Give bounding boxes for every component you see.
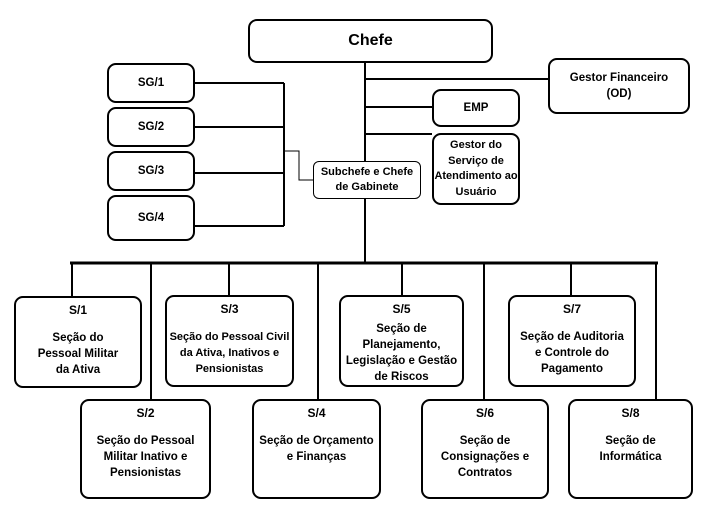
section-s5-code: S/5 [392, 302, 411, 316]
gestor-servico-box: Gestor do Serviço de Atendimento ao Usuá… [432, 133, 520, 205]
sg-to-subchefe-connector [284, 150, 313, 181]
section-s3-name: Seção do Pessoal Civil da Ativa, Inativo… [169, 331, 290, 375]
section-s6-box: S/6 Seção de Consignações e Contratos [421, 399, 549, 499]
section-s2-code: S/2 [136, 406, 155, 420]
section-s4-code: S/4 [307, 406, 326, 420]
section-s3-code: S/3 [220, 302, 239, 316]
section-s6-name: Seção de Consignações e Contratos [440, 435, 530, 479]
section-s4-box: S/4 Seção de Orçamento e Finanças [252, 399, 381, 499]
sg-2-box: SG/2 [107, 107, 195, 147]
sg-2-label: SG/2 [137, 121, 165, 133]
section-s8-box: S/8 Seção de Informática [568, 399, 693, 499]
sg-3-label: SG/3 [137, 165, 165, 177]
emp-box: EMP [432, 89, 520, 127]
section-s2-name: Seção do Pessoal Militar Inativo e Pensi… [96, 435, 195, 479]
chefe-label: Chefe [348, 32, 393, 49]
subchefe-box: Subchefe e Chefe de Gabinete [313, 161, 421, 199]
chefe-box: Chefe [248, 19, 493, 63]
section-s7-box: S/7 Seção de Auditoria e Controle do Pag… [508, 295, 636, 387]
section-s3-box: S/3 Seção do Pessoal Civil da Ativa, Ina… [165, 295, 294, 387]
section-s8-name: Seção de Informática [599, 435, 662, 463]
section-s1-box: S/1 Seção do Pessoal Militar da Ativa [14, 296, 142, 388]
sg-1-box: SG/1 [107, 63, 195, 103]
section-s5-name: Seção de Planejamento, Legislação e Gest… [345, 323, 458, 383]
section-s6-code: S/6 [475, 406, 494, 420]
section-s8-code: S/8 [621, 406, 640, 420]
section-s5-box: S/5 Seção de Planejamento, Legislação e … [339, 295, 464, 387]
section-s1-code: S/1 [68, 303, 87, 317]
section-s7-name: Seção de Auditoria e Controle do Pagamen… [520, 331, 624, 375]
sg-4-label: SG/4 [137, 212, 165, 224]
section-s1-name: Seção do Pessoal Militar da Ativa [37, 332, 119, 376]
gestor-financeiro-box: Gestor Financeiro (OD) [548, 58, 690, 114]
gestor-financeiro-label: Gestor Financeiro (OD) [569, 72, 669, 100]
gestor-servico-label: Gestor do Serviço de Atendimento ao Usuá… [434, 139, 518, 198]
section-s4-name: Seção de Orçamento e Finanças [259, 435, 374, 463]
sg-1-label: SG/1 [137, 77, 165, 89]
emp-label: EMP [463, 102, 489, 114]
sg-4-box: SG/4 [107, 195, 195, 241]
section-s7-code: S/7 [562, 302, 581, 316]
section-s2-box: S/2 Seção do Pessoal Militar Inativo e P… [80, 399, 211, 499]
subchefe-label: Subchefe e Chefe de Gabinete [320, 165, 414, 194]
sg-3-box: SG/3 [107, 151, 195, 191]
